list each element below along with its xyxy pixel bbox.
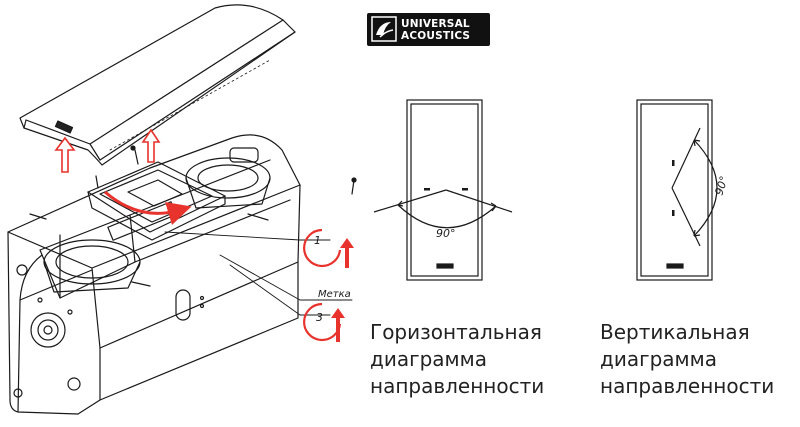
handle-slot [175,289,205,321]
red-removal-arrows [54,128,192,225]
horizontal-angle-label: 90° [436,227,456,240]
rotation-arrow-3 [303,302,345,342]
caption-line: Горизонтальная [370,320,542,344]
caption-line: Вертикальная [600,320,750,344]
front-baffle [13,264,81,398]
horn-waveguide [87,161,226,241]
vertical-dispersion-diagram [636,99,718,281]
woofer-rear [185,147,271,209]
grille-cover [19,4,296,166]
logo-emblem-icon [371,16,397,42]
step-3-label: 3 [316,311,323,324]
logo-text-line2: ACOUSTICS [401,30,471,42]
caption-line: направленности [370,374,545,398]
step-1-label: 1 [314,234,321,247]
screws [29,145,357,287]
horizontal-dispersion-diagram [373,99,513,281]
rotation-arrow-1 [303,228,354,268]
woofer-front [43,239,141,293]
caption-line: направленности [600,374,775,398]
mark-label: Метка [318,289,351,300]
leader-lines [164,231,353,316]
vertical-diagram-caption: Вертикальная диаграмма направленности [600,319,774,400]
universal-acoustics-logo: UNIVERSAL ACOUSTICS [367,13,490,46]
caption-line: диаграмма [600,347,717,371]
logo-text-line1: UNIVERSAL [401,18,470,30]
caption-line: диаграмма [370,347,487,371]
vertical-angle-label: 90° [712,174,730,197]
horizontal-diagram-caption: Горизонтальная диаграмма направленности [370,319,544,400]
